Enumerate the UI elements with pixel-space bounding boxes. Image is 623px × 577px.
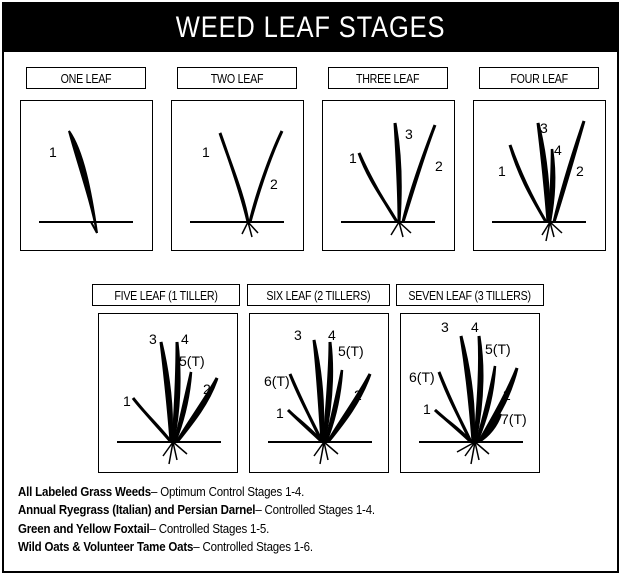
- leaf-number-7t: 7(T): [501, 411, 527, 427]
- stage-six-leaf-panel: 1 2 3 4 5(T) 6(T): [249, 313, 389, 473]
- stage-label-two-leaf: TWO LEAF: [177, 67, 297, 89]
- title-banner: WEED LEAF STAGES: [4, 4, 617, 52]
- leaf-number-1: 1: [202, 144, 210, 160]
- leaf-number-3: 3: [405, 126, 413, 142]
- note-row: Green and Yellow Foxtail – Controlled St…: [18, 520, 616, 538]
- leaf-number-3: 3: [441, 319, 449, 335]
- leaf-number-4: 4: [181, 331, 189, 347]
- control-notes: All Labeled Grass Weeds – Optimum Contro…: [18, 483, 623, 556]
- stage-label-four-leaf: FOUR LEAF: [479, 67, 599, 89]
- leaf-number-6t: 6(T): [409, 369, 435, 385]
- stage-label-six-leaf: SIX LEAF (2 TILLERS): [247, 284, 390, 306]
- leaf-number-1: 1: [423, 401, 431, 417]
- leaf-number-3: 3: [540, 120, 548, 136]
- leaf-number-5t: 5(T): [179, 353, 205, 369]
- leaf-number-2: 2: [576, 163, 584, 179]
- stage-one-leaf-panel: 1: [20, 100, 153, 251]
- stage-four-leaf-panel: 1 2 3 4: [473, 100, 606, 251]
- note-row: All Labeled Grass Weeds – Optimum Contro…: [18, 483, 616, 501]
- note-row: Wild Oats & Volunteer Tame Oats – Contro…: [18, 538, 616, 556]
- leaf-number-6t: 6(T): [264, 373, 290, 389]
- stage-label-seven-leaf: SEVEN LEAF (3 TILLERS): [396, 284, 544, 306]
- note-row: Annual Ryegrass (Italian) and Persian Da…: [18, 501, 616, 519]
- leaf-number-2: 2: [435, 158, 443, 174]
- stage-five-leaf-panel: 1 2 3 4 5(T): [98, 313, 238, 473]
- stage-seven-leaf-panel: 1 2 3 4 5(T) 6(T) 7(T): [400, 313, 540, 473]
- stage-label-one-leaf: ONE LEAF: [26, 67, 146, 89]
- leaf-number-1: 1: [349, 150, 357, 166]
- leaf-number-3: 3: [149, 331, 157, 347]
- leaf-number-2: 2: [270, 176, 278, 192]
- stage-label-five-leaf: FIVE LEAF (1 TILLER): [92, 284, 240, 306]
- leaf-number-2: 2: [203, 381, 211, 397]
- leaf-number-4: 4: [554, 142, 562, 158]
- leaf-number-2: 2: [354, 387, 362, 403]
- leaf-number-1: 1: [123, 393, 131, 409]
- leaf-number-4: 4: [471, 319, 479, 335]
- diagram-title: WEED LEAF STAGES: [176, 11, 446, 45]
- leaf-number-1: 1: [49, 144, 57, 160]
- leaf-1: [69, 131, 97, 233]
- stage-three-leaf-panel: 1 2 3: [322, 100, 455, 251]
- leaf-number-5t: 5(T): [485, 341, 511, 357]
- leaf-number-1: 1: [276, 405, 284, 421]
- leaf-number-1: 1: [498, 163, 506, 179]
- leaf-number-2: 2: [503, 387, 511, 403]
- stage-two-leaf-panel: 1 2: [171, 100, 304, 251]
- leaf-number-3: 3: [294, 327, 302, 343]
- stage-label-three-leaf: THREE LEAF: [328, 67, 448, 89]
- leaf-number-4: 4: [328, 327, 336, 343]
- leaf-number-5t: 5(T): [338, 343, 364, 359]
